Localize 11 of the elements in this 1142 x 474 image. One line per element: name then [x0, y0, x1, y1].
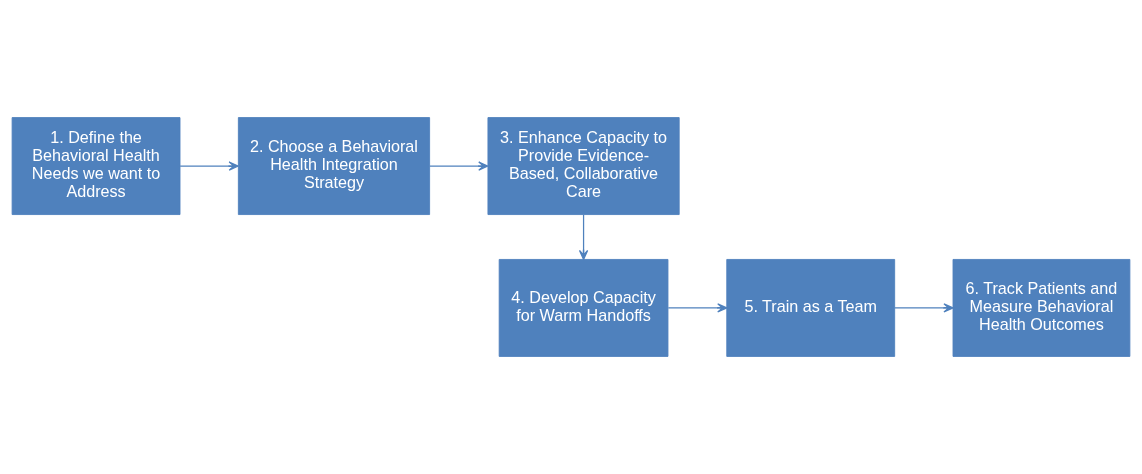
arrow [667, 303, 728, 313]
arrow [429, 161, 489, 171]
node-box: 2. Choose a Behavioral Health Integration Strategy [237, 117, 431, 215]
node-box: 5. Train as a Team [726, 259, 896, 357]
node-box: 4. Develop Capacity for Warm Handoffs [498, 259, 669, 357]
node-box: 1. Define the Behavioral Health Needs we want to Address [11, 117, 181, 215]
arrow [578, 214, 589, 261]
arrow [894, 303, 954, 313]
node-box: 3. Enhance Capacity to Provide Evidence-Based, Collaborative Care [487, 117, 680, 215]
arrow [179, 161, 239, 171]
node-box: 6. Track Patients and Measure Behavioral Health Outcomes [952, 259, 1131, 357]
